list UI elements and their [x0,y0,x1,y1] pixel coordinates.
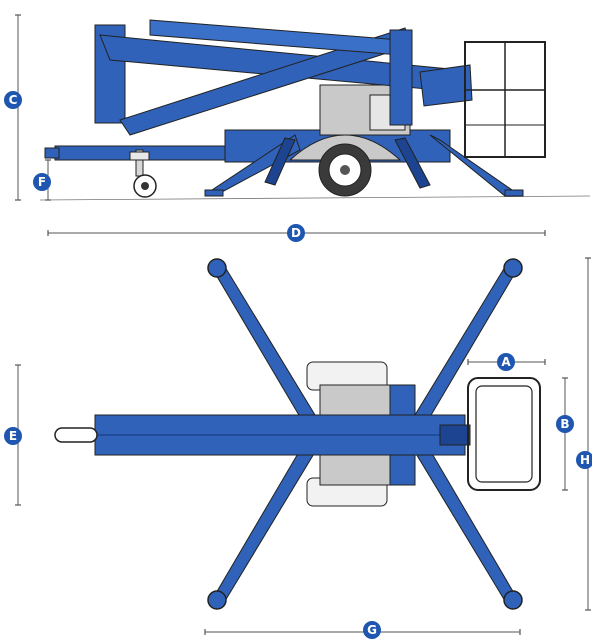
top-plan-view: A B E H G [4,257,592,639]
label-c: C [9,93,18,107]
outrigger-front-2 [264,137,296,186]
label-h: H [580,453,590,467]
outrigger-rear [429,134,524,197]
label-b: B [560,417,569,431]
label-f: F [38,175,46,189]
dimension-f: F [33,159,51,201]
label-a: A [501,355,511,369]
label-d: D [291,226,301,240]
outrigger-front [204,134,301,197]
dimension-h: H [576,257,592,611]
outrigger-rear-2 [394,137,431,189]
dimension-b: B [556,377,574,491]
side-elevation-view: C F D [4,14,591,242]
dimension-a: A [467,353,546,371]
dimension-d: D [47,224,546,242]
platform-basket [464,41,546,158]
dimension-e: E [4,364,22,506]
jockey-wheel [129,149,157,198]
label-g: G [367,623,377,637]
platform-top [467,377,541,491]
dimension-c: C [4,14,22,201]
dimension-g: G [204,621,521,639]
badge-c [4,91,22,109]
label-e: E [9,429,17,443]
boom-assembly [94,19,473,136]
road-wheel [318,143,372,197]
boom-top [54,414,471,456]
